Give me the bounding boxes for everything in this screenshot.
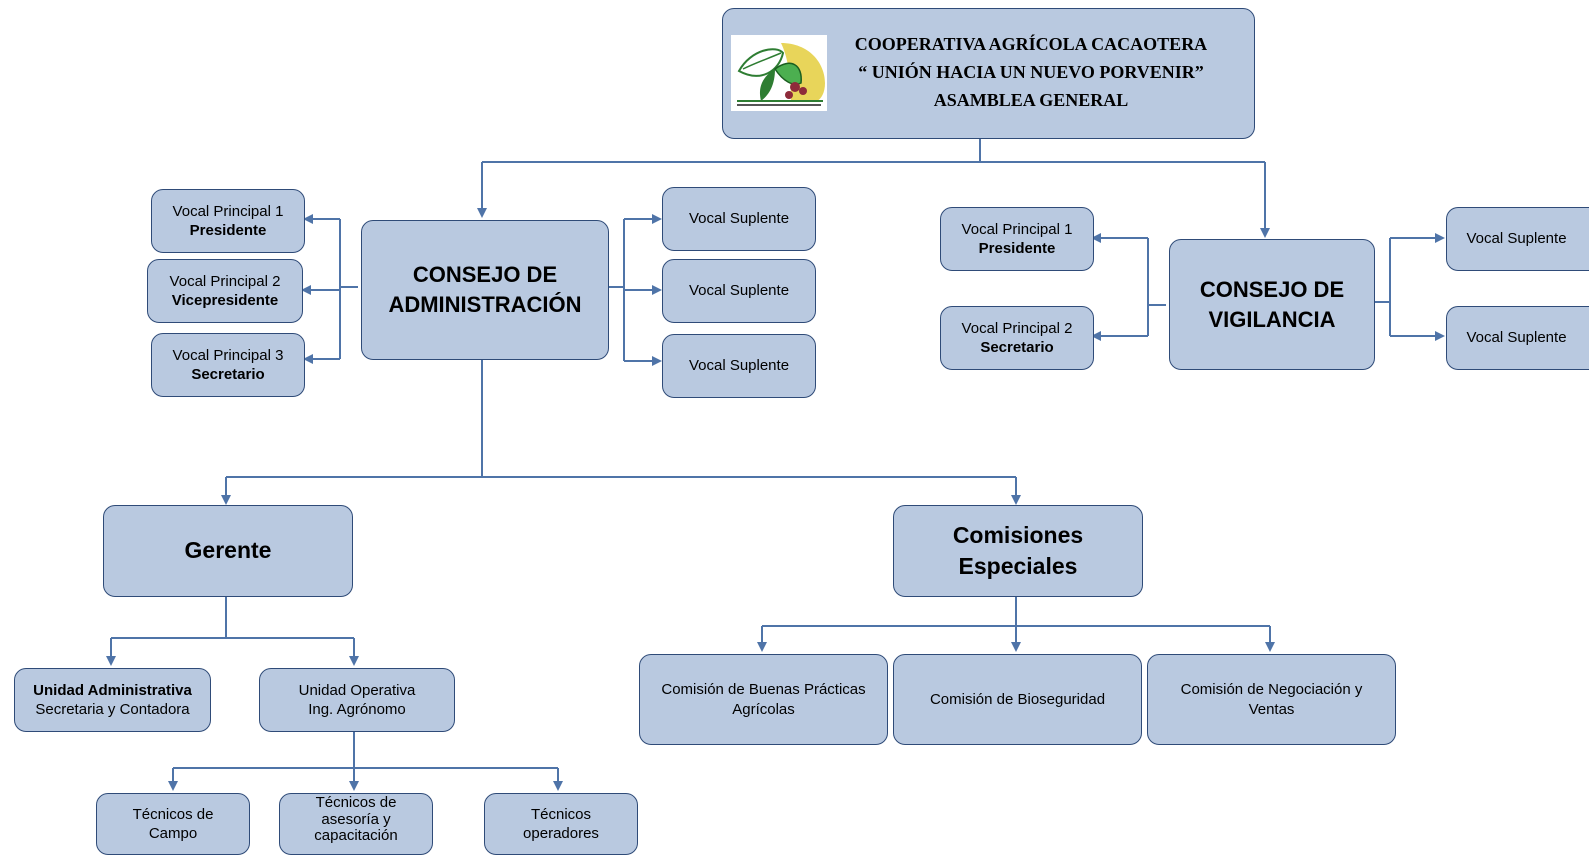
unidad-administrativa-box: Unidad Administrativa Secretaria y Conta… (14, 668, 211, 732)
header-title-line2: “ UNIÓN HACIA UN NUEVO PORVENIR” (858, 61, 1204, 82)
comision-buenas-practicas-box: Comisión de Buenas Prácticas Agrícolas (639, 654, 888, 745)
consejo-administracion-box: CONSEJO DE ADMINISTRACIÓN (361, 220, 609, 360)
vocal-label: Vocal Principal 2 (961, 319, 1073, 337)
admin-vocal-principal-2: Vocal Principal 2 Vicepresidente (147, 259, 303, 323)
gerente-title: Gerente (184, 537, 272, 564)
admin-vocal-suplente-1: Vocal Suplente (662, 187, 816, 251)
comision-line: Agrícolas (732, 700, 795, 718)
gerente-box: Gerente (103, 505, 353, 597)
vocal-label: Vocal Principal 1 (172, 202, 284, 220)
consejo-vigilancia-box: CONSEJO DE VIGILANCIA (1169, 239, 1375, 370)
unidad-sub: Secretaria y Contadora (35, 701, 190, 718)
vig-vocal-suplente-2: Vocal Suplente (1446, 306, 1589, 370)
vocal-label: Vocal Principal 2 (169, 272, 281, 290)
header-title-line3: ASAMBLEA GENERAL (933, 89, 1129, 110)
vocal-label: Vocal Suplente (688, 210, 790, 228)
tecnicos-line: Campo (148, 825, 198, 842)
vocal-role: Secretario (191, 366, 265, 383)
vocal-label: Vocal Suplente (1466, 230, 1567, 248)
tecnicos-asesoria-box: Técnicos de asesoría y capacitación (279, 793, 433, 855)
vocal-role: Presidente (189, 222, 267, 239)
vocal-role: Presidente (978, 240, 1056, 257)
unidad-title: Unidad Operativa (298, 681, 416, 699)
vig-vocal-principal-1: Vocal Principal 1 Presidente (940, 207, 1094, 271)
comision-negociacion-box: Comisión de Negociación y Ventas (1147, 654, 1396, 745)
consejo-administracion-title-2: ADMINISTRACIÓN (388, 292, 582, 317)
vig-vocal-suplente-1: Vocal Suplente (1446, 207, 1589, 271)
tecnicos-line: Técnicos (530, 805, 592, 823)
comisiones-especiales-box: Comisiones Especiales (893, 505, 1143, 597)
vocal-label: Vocal Suplente (1466, 329, 1567, 347)
comision-line: Comisión de Buenas Prácticas (661, 681, 866, 698)
comision-line: Comisión de Negociación y (1180, 681, 1363, 698)
asamblea-general-box: COOPERATIVA AGRÍCOLA CACAOTERA “ UNIÓN H… (722, 8, 1255, 139)
vocal-label: Vocal Suplente (688, 357, 790, 375)
vig-vocal-principal-2: Vocal Principal 2 Secretario (940, 306, 1094, 370)
consejo-vigilancia-title-2: VIGILANCIA (1208, 306, 1336, 332)
tecnicos-line: capacitación (314, 827, 398, 844)
header-title-line1: COOPERATIVA AGRÍCOLA CACAOTERA (854, 34, 1208, 54)
admin-vocal-suplente-2: Vocal Suplente (662, 259, 816, 323)
unidad-operativa-box: Unidad Operativa Ing. Agrónomo (259, 668, 455, 732)
tecnicos-operadores-box: Técnicos operadores (484, 793, 638, 855)
vocal-label: Vocal Principal 1 (961, 220, 1073, 238)
comision-line: Comisión de Bioseguridad (929, 690, 1106, 708)
vocal-label: Vocal Principal 3 (172, 346, 284, 364)
vocal-role: Secretario (980, 339, 1054, 356)
unidad-title: Unidad Administrativa (33, 681, 192, 699)
tecnicos-campo-box: Técnicos de Campo (96, 793, 250, 855)
comisiones-title-2: Especiales (958, 553, 1078, 579)
tecnicos-line: Técnicos de (132, 805, 214, 823)
vocal-label: Vocal Suplente (688, 282, 790, 300)
tecnicos-line: Técnicos de (315, 794, 397, 811)
consejo-administracion-title-1: CONSEJO DE (412, 262, 558, 288)
comisiones-title-1: Comisiones (952, 521, 1084, 548)
unidad-sub: Ing. Agrónomo (308, 701, 406, 718)
tecnicos-line: asesoría y (321, 810, 391, 828)
admin-vocal-principal-3: Vocal Principal 3 Secretario (151, 333, 305, 397)
admin-vocal-principal-1: Vocal Principal 1 Presidente (151, 189, 305, 253)
admin-vocal-suplente-3: Vocal Suplente (662, 334, 816, 398)
consejo-vigilancia-title-1: CONSEJO DE (1199, 276, 1345, 302)
vocal-role: Vicepresidente (171, 292, 279, 309)
tecnicos-line: operadores (523, 825, 599, 842)
comision-bioseguridad-box: Comisión de Bioseguridad (893, 654, 1142, 745)
comision-line: Ventas (1248, 700, 1295, 718)
cacao-leaf-logo-icon (731, 35, 827, 111)
